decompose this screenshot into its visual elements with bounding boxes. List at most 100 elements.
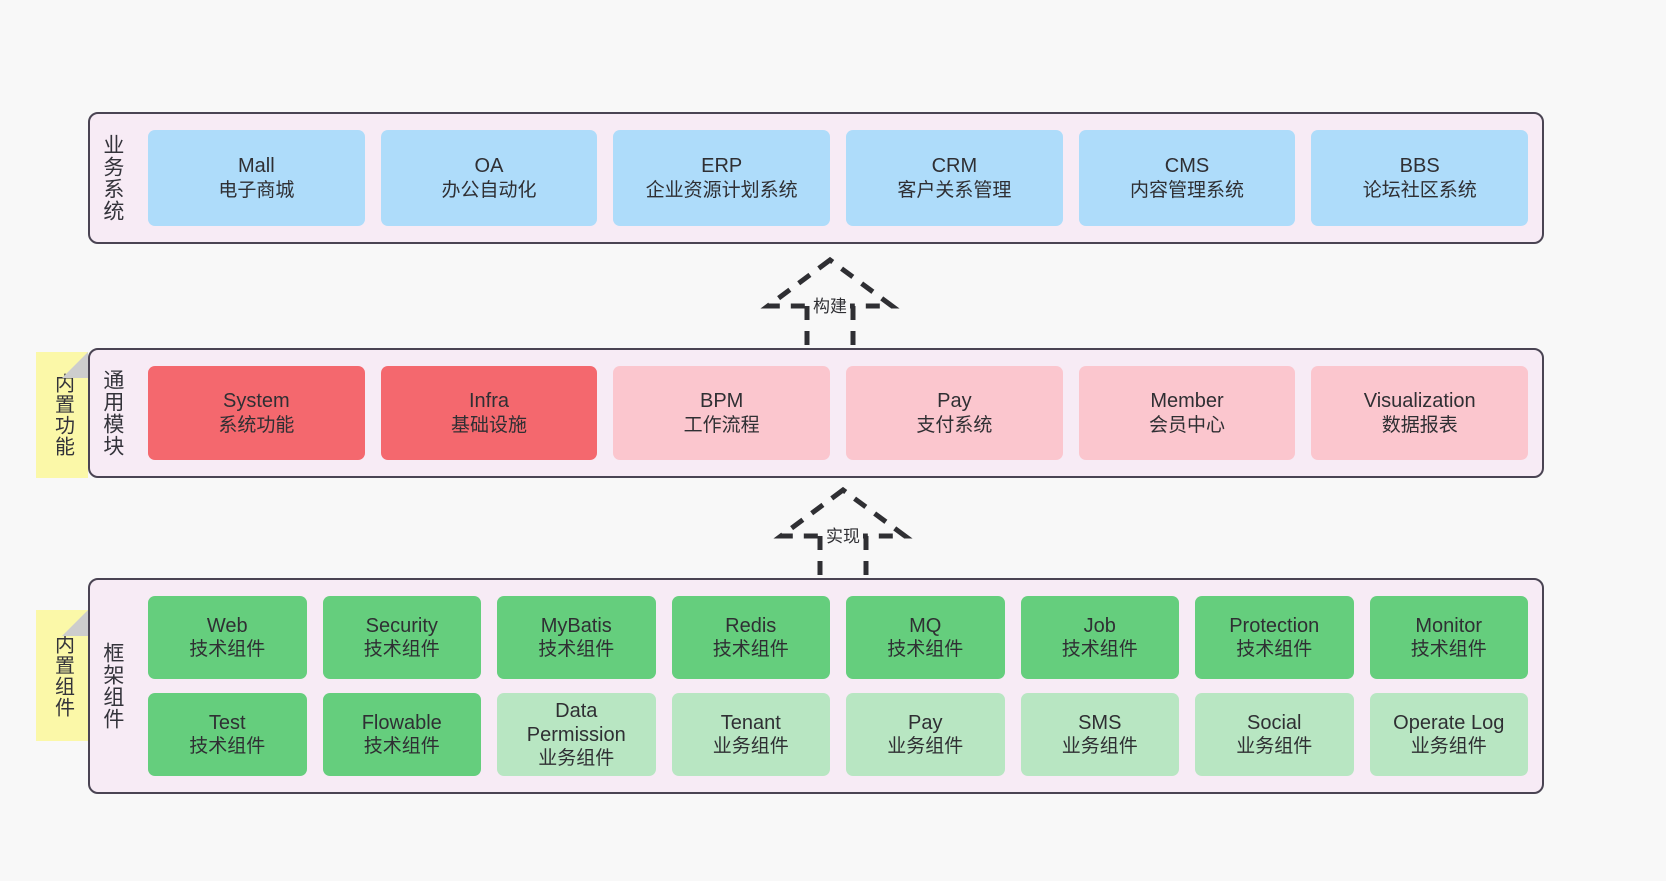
- card-bbs-desc: 论坛社区系统: [1362, 179, 1477, 201]
- card-cms-name: CMS: [1164, 155, 1210, 178]
- card-monitor-desc: 技术组件: [1410, 639, 1487, 661]
- card-pay-component-name: Pay: [908, 711, 943, 734]
- card-system[interactable]: System 系统功能: [148, 366, 365, 460]
- card-web[interactable]: Web 技术组件: [148, 596, 307, 679]
- card-social-desc: 业务组件: [1236, 736, 1313, 758]
- card-sms[interactable]: SMS 业务组件: [1020, 693, 1179, 776]
- sticky-note-builtin-components-label: 内置组件: [51, 633, 74, 718]
- card-monitor[interactable]: Monitor 技术组件: [1369, 596, 1528, 679]
- card-system-name: System: [222, 390, 290, 413]
- card-web-desc: 技术组件: [189, 639, 266, 661]
- card-bpm-name: BPM: [700, 390, 744, 413]
- card-bpm[interactable]: BPM 工作流程: [613, 366, 831, 460]
- card-system-desc: 系统功能: [218, 414, 295, 436]
- card-cms[interactable]: CMS 内容管理系统: [1078, 130, 1296, 226]
- card-member-desc: 会员中心: [1149, 414, 1226, 436]
- sticky-note-builtin-features-label: 内置功能: [51, 373, 74, 457]
- card-bbs-name: BBS: [1399, 155, 1440, 178]
- arrow-implement: 实现: [748, 486, 938, 582]
- card-security-desc: 技术组件: [363, 639, 440, 661]
- card-member-name: Member: [1150, 390, 1224, 413]
- card-pay-component[interactable]: Pay 业务组件: [846, 693, 1005, 776]
- card-bbs[interactable]: BBS 论坛社区系统: [1311, 130, 1529, 226]
- card-web-name: Web: [206, 614, 248, 637]
- arrow-build: 构建: [735, 256, 925, 352]
- card-pay-module-name: Pay: [937, 390, 972, 413]
- arrow-implement-label: 实现: [823, 522, 863, 547]
- card-tenant[interactable]: Tenant 业务组件: [671, 693, 830, 776]
- layer-framework-components-title: 框架组件: [100, 642, 124, 730]
- card-pay-component-desc: 业务组件: [887, 736, 964, 758]
- arrow-implement-head: [773, 486, 913, 539]
- card-pay-module[interactable]: Pay 支付系统: [846, 366, 1063, 460]
- card-security[interactable]: Security 技术组件: [322, 596, 481, 679]
- card-job-name: Job: [1083, 614, 1116, 637]
- card-crm[interactable]: CRM 客户关系管理: [846, 130, 1063, 226]
- card-test-desc: 技术组件: [189, 736, 266, 758]
- layer-business-systems: 业务系统 Mall 电子商城 OA 办公自动化 ERP 企业资源计划系统 CRM…: [88, 112, 1544, 244]
- card-protection-desc: 技术组件: [1236, 639, 1313, 661]
- card-monitor-name: Monitor: [1415, 614, 1483, 637]
- card-mall-name: Mall: [238, 155, 275, 178]
- card-infra-name: Infra: [468, 390, 510, 413]
- card-operate-log[interactable]: Operate Log 业务组件: [1369, 693, 1528, 776]
- card-tenant-desc: 业务组件: [712, 736, 789, 758]
- sticky-note-builtin-components: 内置组件: [36, 610, 88, 741]
- card-job-desc: 技术组件: [1061, 639, 1138, 661]
- card-cms-desc: 内容管理系统: [1130, 179, 1245, 201]
- layer-business-systems-title: 业务系统: [100, 134, 124, 222]
- card-sms-desc: 业务组件: [1061, 736, 1138, 758]
- card-oa-name: OA: [474, 155, 504, 178]
- card-erp-desc: 企业资源计划系统: [645, 179, 798, 201]
- card-operate-log-desc: 业务组件: [1410, 736, 1487, 758]
- card-visualization-name: Visualization: [1363, 390, 1476, 413]
- card-mq-name: MQ: [909, 614, 942, 637]
- card-infra[interactable]: Infra 基础设施: [380, 366, 598, 460]
- layer-common-modules-title: 通用模块: [100, 369, 124, 457]
- card-mq-desc: 技术组件: [887, 639, 964, 661]
- card-flowable-name: Flowable: [361, 711, 442, 734]
- card-flowable[interactable]: Flowable 技术组件: [322, 693, 481, 776]
- card-mall-desc: 电子商城: [218, 179, 295, 201]
- card-mq[interactable]: MQ 技术组件: [846, 596, 1005, 679]
- card-visualization-desc: 数据报表: [1381, 414, 1458, 436]
- card-mybatis[interactable]: MyBatis 技术组件: [497, 596, 656, 679]
- card-redis-name: Redis: [725, 614, 777, 637]
- common-modules-card-list: System 系统功能 Infra 基础设施 BPM 工作流程 Pay 支付系统…: [134, 350, 1542, 476]
- card-pay-module-desc: 支付系统: [916, 414, 993, 436]
- business-systems-card-list: Mall 电子商城 OA 办公自动化 ERP 企业资源计划系统 CRM 客户关系…: [134, 114, 1542, 242]
- card-oa-desc: 办公自动化: [441, 179, 537, 201]
- arrow-build-label: 构建: [810, 292, 850, 317]
- arrow-build-stem: [804, 306, 856, 352]
- card-test[interactable]: Test 技术组件: [148, 693, 307, 776]
- card-member[interactable]: Member 会员中心: [1078, 366, 1296, 460]
- card-erp-name: ERP: [701, 155, 743, 178]
- card-job[interactable]: Job 技术组件: [1020, 596, 1179, 679]
- card-visualization[interactable]: Visualization 数据报表: [1311, 366, 1529, 460]
- card-protection-name: Protection: [1229, 614, 1320, 637]
- card-redis[interactable]: Redis 技术组件: [671, 596, 830, 679]
- framework-business-row: Test 技术组件 Flowable 技术组件 Data Permission …: [148, 693, 1528, 776]
- card-infra-desc: 基础设施: [451, 414, 528, 436]
- card-bpm-desc: 工作流程: [683, 414, 760, 436]
- card-erp[interactable]: ERP 企业资源计划系统: [613, 130, 831, 226]
- card-crm-desc: 客户关系管理: [897, 179, 1012, 201]
- card-protection[interactable]: Protection 技术组件: [1195, 596, 1354, 679]
- card-operate-log-name: Operate Log: [1393, 711, 1505, 734]
- card-data-permission-desc: 业务组件: [538, 748, 615, 770]
- card-mall[interactable]: Mall 电子商城: [148, 130, 365, 226]
- arrow-build-head: [760, 256, 900, 309]
- card-social[interactable]: Social 业务组件: [1195, 693, 1354, 776]
- card-mybatis-name: MyBatis: [540, 614, 612, 637]
- card-oa[interactable]: OA 办公自动化: [380, 130, 598, 226]
- framework-components-card-list: Web 技术组件 Security 技术组件 MyBatis 技术组件 Redi…: [134, 580, 1542, 792]
- framework-tech-row: Web 技术组件 Security 技术组件 MyBatis 技术组件 Redi…: [148, 596, 1528, 679]
- card-sms-name: SMS: [1078, 711, 1122, 734]
- card-data-permission[interactable]: Data Permission 业务组件: [497, 693, 656, 776]
- card-social-name: Social: [1247, 711, 1302, 734]
- layer-common-modules: 通用模块 System 系统功能 Infra 基础设施 BPM 工作流程 Pay…: [88, 348, 1544, 478]
- sticky-note-builtin-features: 内置功能: [36, 352, 88, 478]
- layer-framework-components: 框架组件 Web 技术组件 Security 技术组件 MyBatis 技术组件…: [88, 578, 1544, 794]
- card-redis-desc: 技术组件: [712, 639, 789, 661]
- arrow-implement-stem: [817, 536, 869, 582]
